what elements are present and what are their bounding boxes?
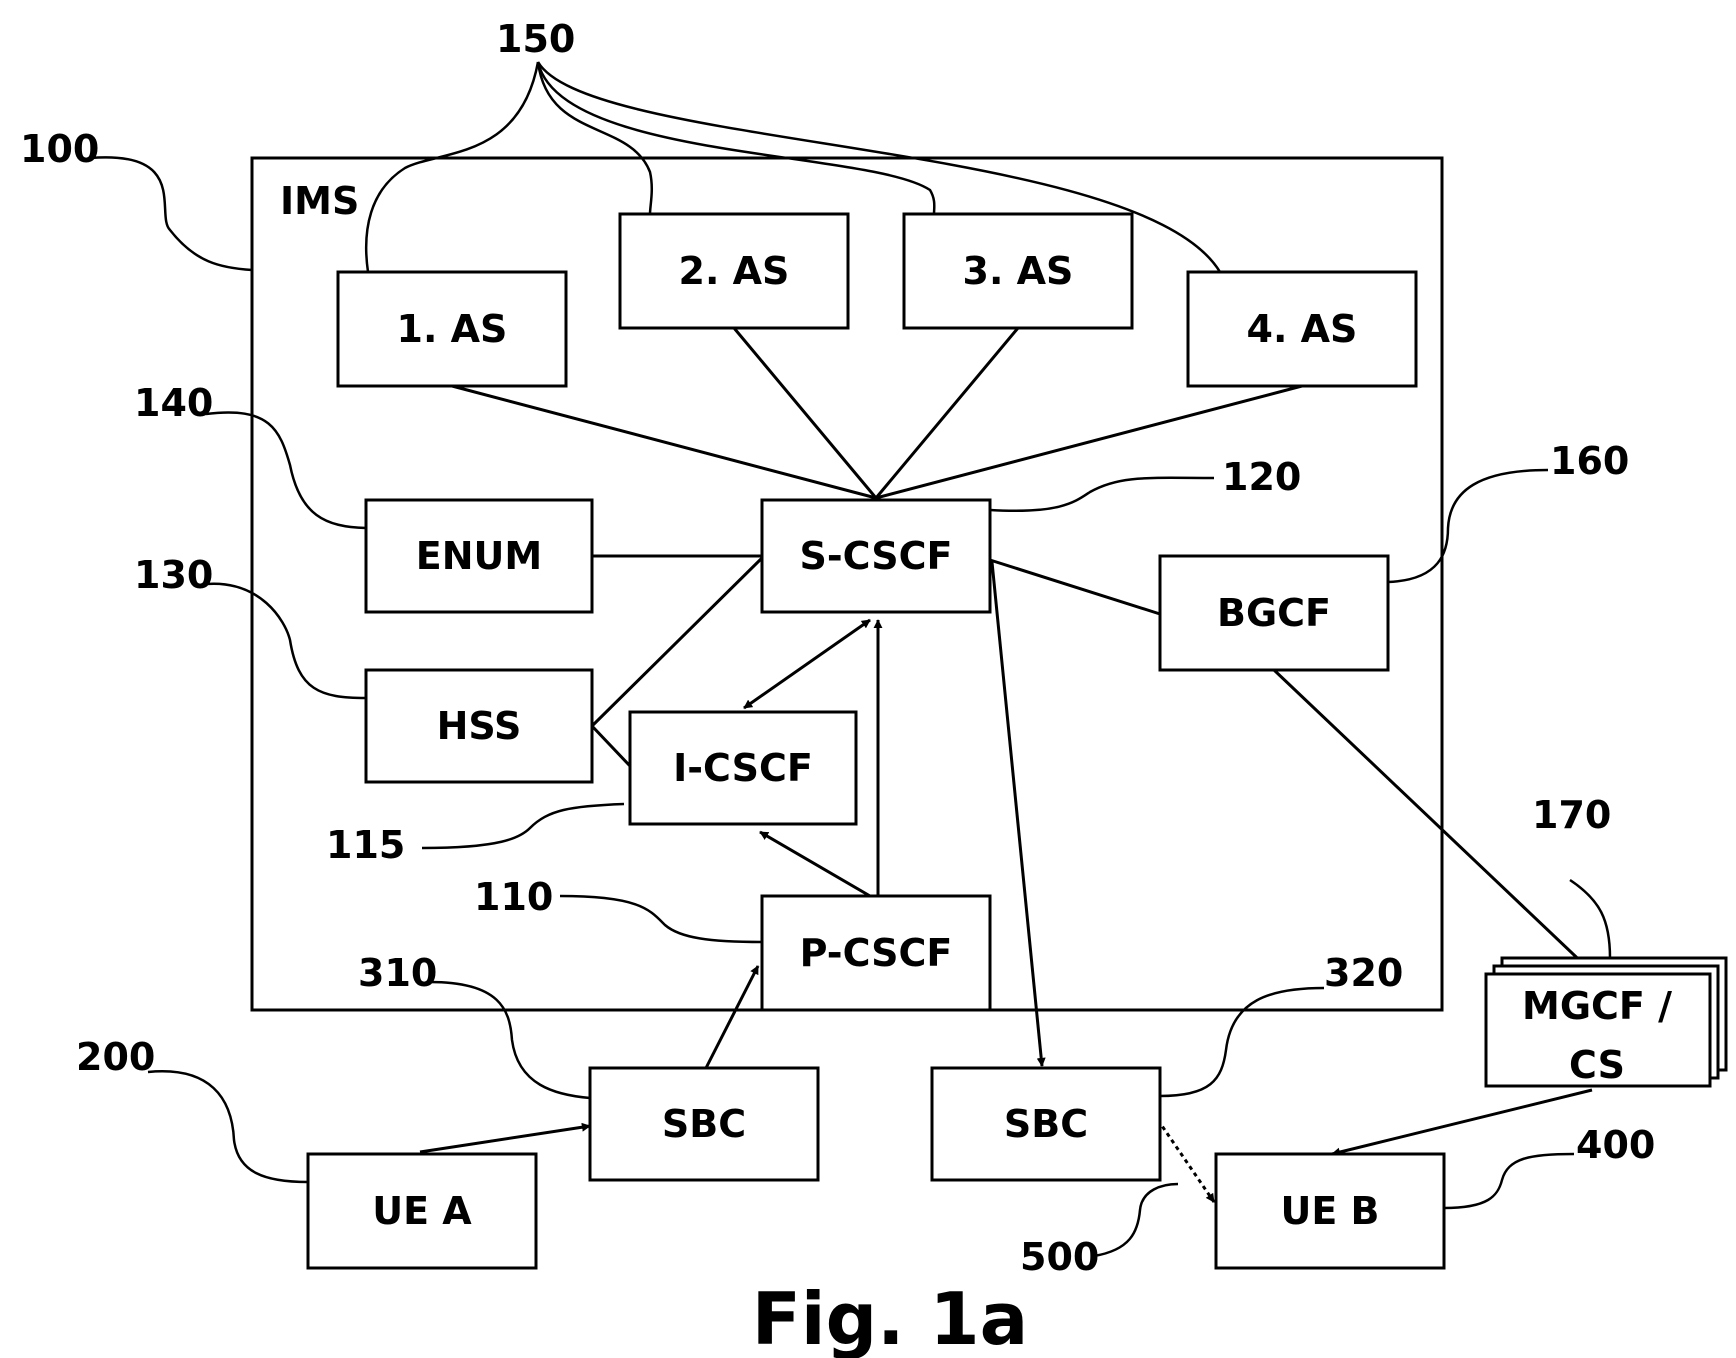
arrow-pcscf-icscf xyxy=(760,832,870,896)
leader-150-as3 xyxy=(538,62,934,214)
scscf-label: S-CSCF xyxy=(800,534,953,578)
as3-label: 3. AS xyxy=(963,249,1074,293)
scscf-node: S-CSCF xyxy=(762,500,990,612)
leader-140 xyxy=(206,412,366,528)
sbc-a-label: SBC xyxy=(662,1102,746,1146)
sbc-b-node: SBC xyxy=(932,1068,1160,1180)
figure-caption: Fig. 1a xyxy=(752,1277,1029,1358)
leader-150-as2 xyxy=(538,62,652,214)
arrow-icscf-scscf xyxy=(744,620,870,708)
ref-320: 320 xyxy=(1324,951,1403,995)
ref-500: 500 xyxy=(1020,1235,1099,1279)
leader-400 xyxy=(1444,1154,1574,1208)
icscf-node: I-CSCF xyxy=(630,712,856,824)
ref-130: 130 xyxy=(134,553,213,597)
sbc-b-label: SBC xyxy=(1004,1102,1088,1146)
ref-160: 160 xyxy=(1550,439,1629,483)
leader-310 xyxy=(430,982,590,1098)
arrow-ue-a-sbc-a xyxy=(420,1126,590,1152)
arrow-scscf-sbc-b xyxy=(992,562,1042,1066)
ref-200: 200 xyxy=(76,1035,155,1079)
link-hss-scscf xyxy=(592,558,762,726)
as3-node: 3. AS xyxy=(904,214,1132,328)
sbc-a-node: SBC xyxy=(590,1068,818,1180)
link-as1-scscf xyxy=(452,386,876,498)
leader-160 xyxy=(1388,470,1548,582)
leader-115 xyxy=(422,804,624,848)
mgcf-label-line1: MGCF / xyxy=(1522,984,1672,1028)
leader-320 xyxy=(1160,988,1324,1096)
enum-node: ENUM xyxy=(366,500,592,612)
leader-170 xyxy=(1570,880,1610,958)
mgcf-label-line2: CS xyxy=(1569,1043,1625,1087)
leader-130 xyxy=(206,584,366,698)
link-scscf-bgcf xyxy=(990,560,1160,614)
as2-node: 2. AS xyxy=(620,214,848,328)
pcscf-label: P-CSCF xyxy=(800,931,953,975)
ue-a-node: UE A xyxy=(308,1154,536,1268)
ref-170: 170 xyxy=(1532,793,1611,837)
nodes: 1. AS 2. AS 3. AS 4. AS ENUM S-CSCF HSS xyxy=(308,214,1444,1268)
pcscf-node: P-CSCF xyxy=(762,896,990,1010)
arrow-mgcf-ue-b xyxy=(1332,1090,1592,1154)
ue-b-node: UE B xyxy=(1216,1154,1444,1268)
ref-400: 400 xyxy=(1576,1123,1655,1167)
icscf-label: I-CSCF xyxy=(673,746,813,790)
ref-115: 115 xyxy=(326,823,405,867)
mgcf-cs-node: MGCF / CS xyxy=(1486,958,1726,1087)
hss-label: HSS xyxy=(437,704,522,748)
ue-b-label: UE B xyxy=(1280,1189,1379,1233)
link-hss-icscf xyxy=(592,726,630,766)
arrow-sbc-a-pcscf xyxy=(706,966,758,1068)
ims-label: IMS xyxy=(280,179,359,223)
as4-label: 4. AS xyxy=(1247,307,1358,351)
leader-120 xyxy=(990,478,1214,511)
reference-numerals: 100 150 140 130 120 160 115 110 170 310 … xyxy=(20,17,1655,1279)
as4-node: 4. AS xyxy=(1188,272,1416,386)
dotted-arrow-sbc-b-ue-b xyxy=(1158,1120,1214,1202)
ue-a-label: UE A xyxy=(372,1189,472,1233)
link-as3-scscf xyxy=(876,328,1018,498)
bgcf-label: BGCF xyxy=(1217,591,1331,635)
leader-200 xyxy=(148,1071,308,1182)
leader-100 xyxy=(90,157,252,270)
hss-node: HSS xyxy=(366,670,592,782)
ref-100: 100 xyxy=(20,127,99,171)
ref-140: 140 xyxy=(134,381,213,425)
ref-310: 310 xyxy=(358,951,437,995)
leader-150-as1 xyxy=(366,62,538,272)
bgcf-node: BGCF xyxy=(1160,556,1388,670)
leader-110 xyxy=(560,896,762,942)
as2-label: 2. AS xyxy=(679,249,790,293)
ref-150: 150 xyxy=(496,17,575,61)
enum-label: ENUM xyxy=(416,534,542,578)
ref-120: 120 xyxy=(1222,455,1301,499)
as1-label: 1. AS xyxy=(397,307,508,351)
link-as2-scscf xyxy=(734,328,876,498)
leader-500 xyxy=(1094,1184,1178,1256)
as1-node: 1. AS xyxy=(338,272,566,386)
ref-110: 110 xyxy=(474,875,553,919)
